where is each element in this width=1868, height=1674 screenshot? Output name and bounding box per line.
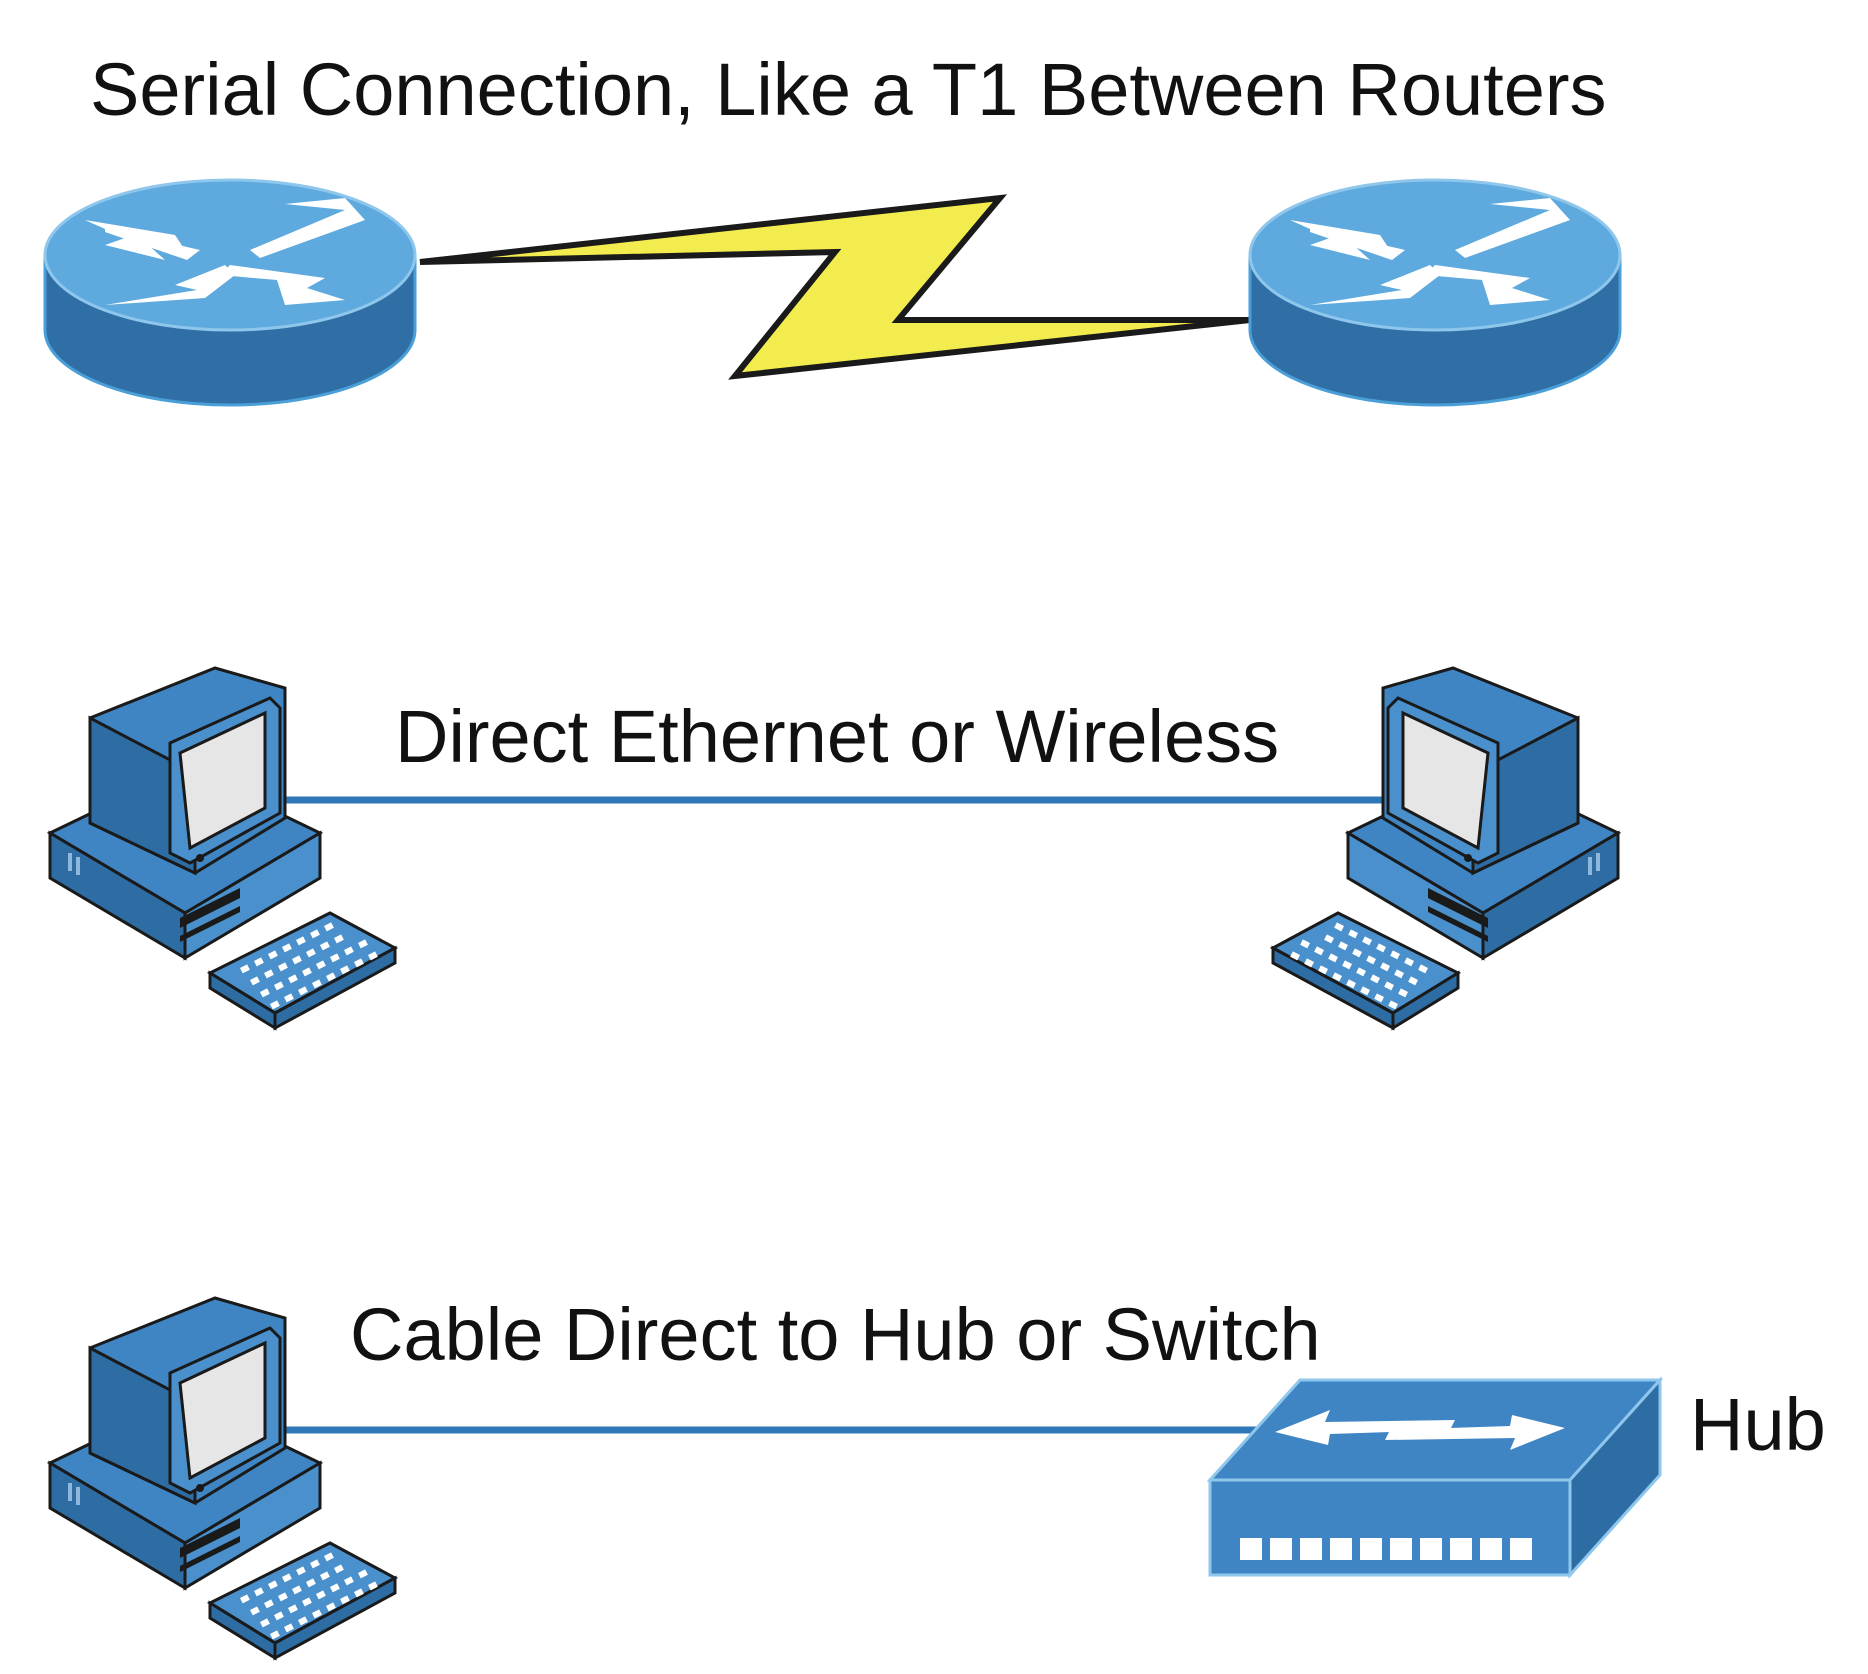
ethernet-connection-label: Direct Ethernet or Wireless (395, 695, 1279, 778)
workstation-left (48, 666, 397, 1030)
workstation-right (1271, 666, 1620, 1030)
router-left (43, 178, 417, 407)
hub-label: Hub (1690, 1383, 1826, 1466)
hub-connection-label: Cable Direct to Hub or Switch (350, 1293, 1321, 1376)
workstation-bottom (48, 1296, 397, 1660)
router-icon (43, 178, 417, 407)
router-right (1248, 178, 1622, 407)
hub-device (1208, 1378, 1662, 1577)
workstation-icon (1271, 666, 1620, 1030)
hub-icon (1208, 1378, 1662, 1577)
serial-link (419, 194, 1251, 380)
workstation-icon (48, 1296, 397, 1660)
serial-connection-label: Serial Connection, Like a T1 Between Rou… (90, 48, 1607, 131)
router-icon (1248, 178, 1622, 407)
lightning-bolt-icon (419, 194, 1251, 380)
workstation-icon (48, 666, 397, 1030)
